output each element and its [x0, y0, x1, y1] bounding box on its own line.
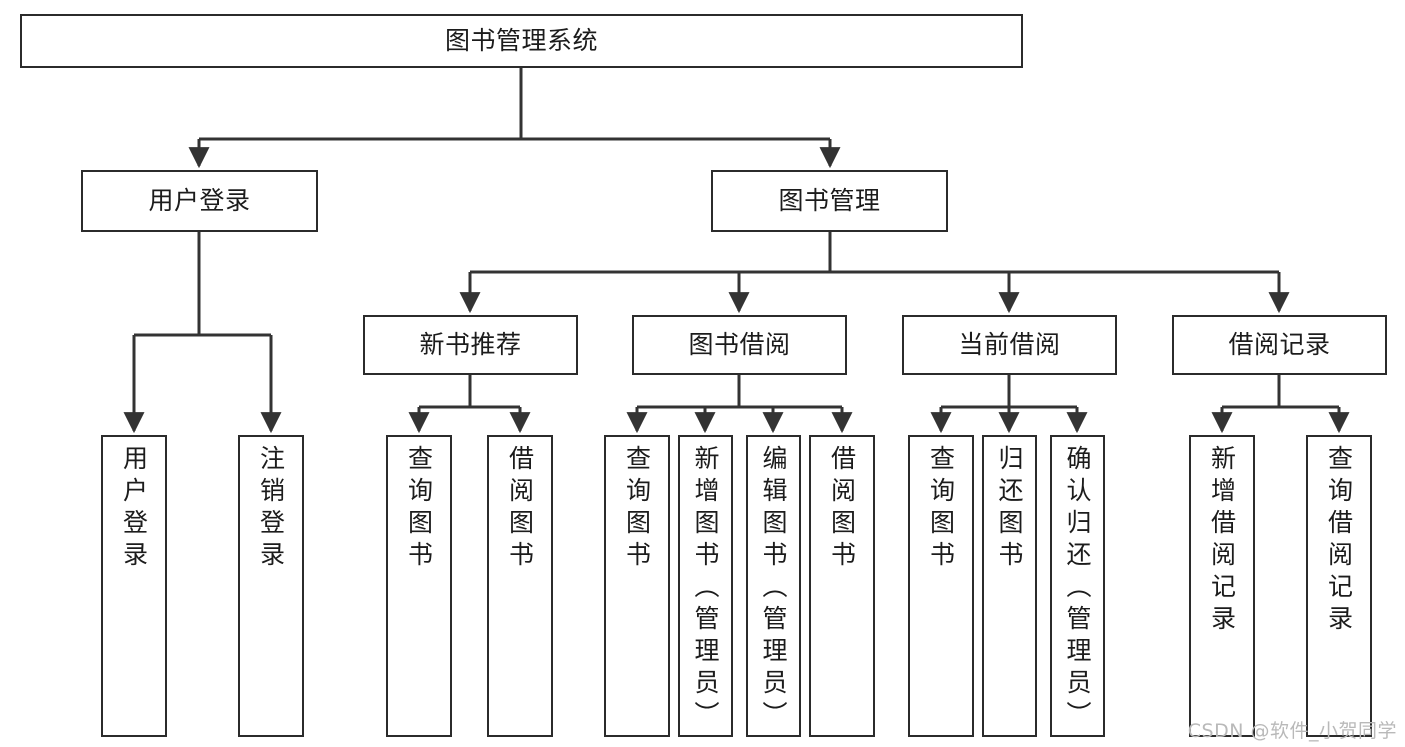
node-book-borrow-label: 图书借阅 — [688, 330, 791, 360]
leaf-new-book-search-label: 查询图书 — [404, 445, 434, 573]
leaf-user-login-logout-label: 注销登录 — [256, 445, 286, 573]
leaf-current-borrow-return[interactable]: 归还图书 — [982, 435, 1037, 737]
node-borrow-record[interactable]: 借阅记录 — [1172, 315, 1387, 375]
leaf-book-borrow-edit[interactable]: 编辑图书（管理员） — [746, 435, 801, 737]
leaf-user-login-login-label: 用户登录 — [119, 445, 149, 573]
leaf-new-book-borrow[interactable]: 借阅图书 — [487, 435, 553, 737]
node-root-label: 图书管理系统 — [444, 26, 598, 56]
watermark: CSDN @软件_小贺同学 — [1187, 720, 1397, 742]
leaf-book-borrow-add-label: 新增图书（管理员） — [691, 445, 720, 733]
leaf-current-borrow-search-label: 查询图书 — [926, 445, 956, 573]
leaf-new-book-borrow-label: 借阅图书 — [505, 445, 535, 573]
node-root[interactable]: 图书管理系统 — [20, 14, 1023, 68]
leaf-book-borrow-borrow-label: 借阅图书 — [827, 445, 857, 573]
leaf-current-borrow-return-label: 归还图书 — [995, 445, 1024, 573]
leaf-borrow-record-add-label: 新增借阅记录 — [1207, 445, 1237, 637]
leaf-borrow-record-search-label: 查询借阅记录 — [1324, 445, 1354, 637]
node-current-borrow-label: 当前借阅 — [958, 330, 1061, 360]
leaf-book-borrow-edit-label: 编辑图书（管理员） — [759, 445, 788, 733]
node-new-book-recommend[interactable]: 新书推荐 — [363, 315, 578, 375]
node-book-management-label: 图书管理 — [778, 186, 881, 216]
node-book-borrow[interactable]: 图书借阅 — [632, 315, 847, 375]
leaf-book-borrow-search[interactable]: 查询图书 — [604, 435, 670, 737]
leaf-book-borrow-search-label: 查询图书 — [622, 445, 652, 573]
leaf-new-book-search[interactable]: 查询图书 — [386, 435, 452, 737]
node-new-book-recommend-label: 新书推荐 — [419, 330, 522, 360]
leaf-user-login-logout[interactable]: 注销登录 — [238, 435, 304, 737]
leaf-current-borrow-confirm-label: 确认归还（管理员） — [1063, 445, 1092, 733]
leaf-book-borrow-borrow[interactable]: 借阅图书 — [809, 435, 875, 737]
leaf-book-borrow-add[interactable]: 新增图书（管理员） — [678, 435, 733, 737]
leaf-borrow-record-search[interactable]: 查询借阅记录 — [1306, 435, 1372, 737]
leaf-user-login-login[interactable]: 用户登录 — [101, 435, 167, 737]
leaf-current-borrow-search[interactable]: 查询图书 — [908, 435, 974, 737]
node-user-login[interactable]: 用户登录 — [81, 170, 318, 232]
node-book-management[interactable]: 图书管理 — [711, 170, 948, 232]
node-current-borrow[interactable]: 当前借阅 — [902, 315, 1117, 375]
node-borrow-record-label: 借阅记录 — [1228, 330, 1331, 360]
leaf-current-borrow-confirm[interactable]: 确认归还（管理员） — [1050, 435, 1105, 737]
node-user-login-label: 用户登录 — [148, 186, 251, 216]
leaf-borrow-record-add[interactable]: 新增借阅记录 — [1189, 435, 1255, 737]
